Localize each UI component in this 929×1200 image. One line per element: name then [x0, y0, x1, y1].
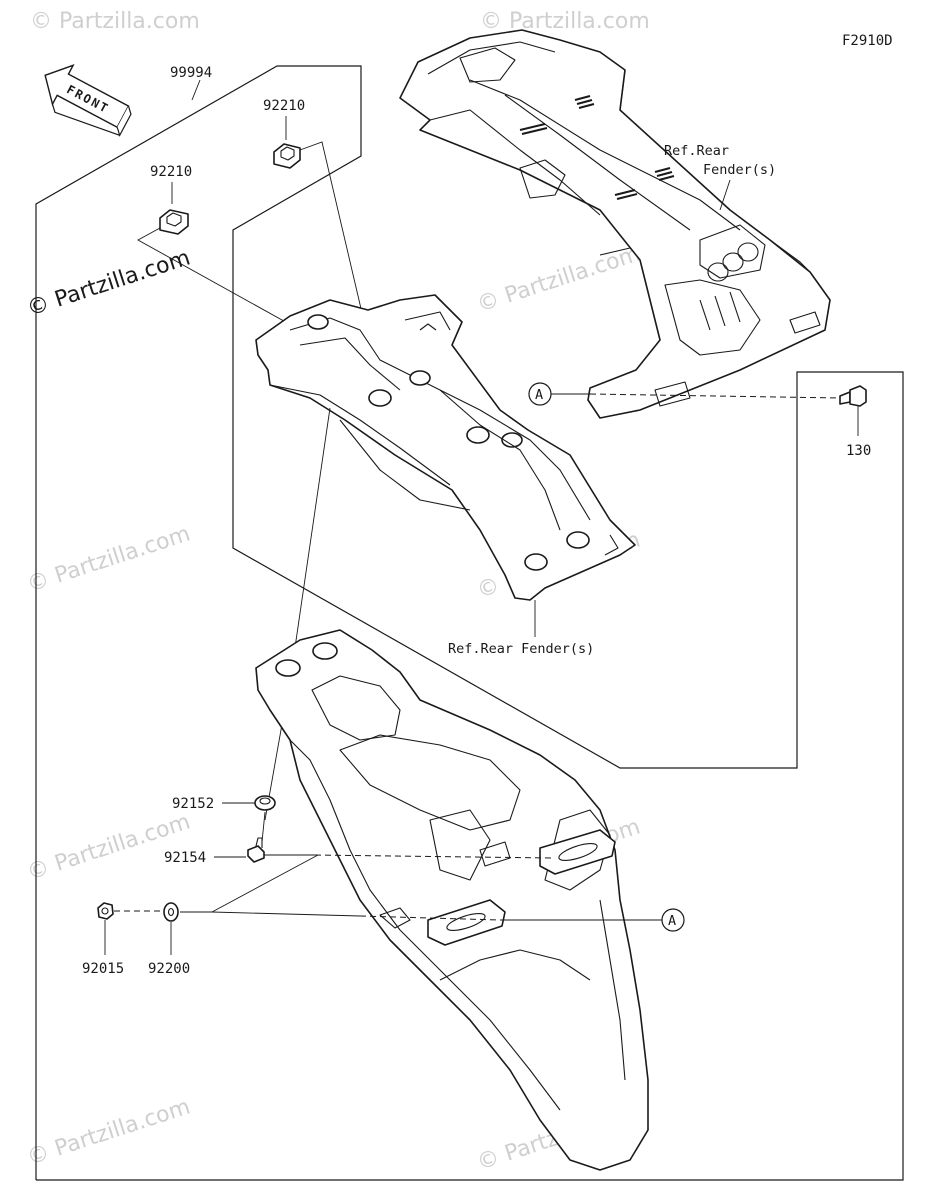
- bolt-130-icon: [839, 385, 867, 407]
- part-number-92210-left: 92210: [150, 164, 192, 180]
- ref-rear-fender-top-line2: Fender(s): [703, 162, 776, 178]
- part-number-92015: 92015: [82, 961, 124, 977]
- clip-nut-left-icon: [159, 209, 189, 235]
- washer-92200-icon: [163, 902, 179, 922]
- connector-a-top-label: A: [535, 387, 543, 403]
- watermark: © Partzilla.com: [474, 241, 643, 317]
- part-number-130: 130: [846, 443, 871, 459]
- part-number-92210-upper: 92210: [263, 98, 305, 114]
- part-number-99994: 99994: [170, 65, 212, 81]
- part-number-92152: 92152: [172, 796, 214, 812]
- figure-code: F2910D: [842, 33, 893, 49]
- connector-a-bottom-label: A: [668, 913, 676, 929]
- front-arrow-icon: FRONT: [44, 64, 132, 137]
- rear-tail-cover-ref: [399, 29, 831, 419]
- license-bracket-assembly: [255, 294, 636, 601]
- watermark: © Partzilla.com: [24, 809, 193, 885]
- watermark: © Partzilla.com: [24, 1094, 193, 1170]
- grommet-92152-icon: [254, 795, 276, 811]
- kit-bracket-99994: [35, 65, 904, 1181]
- ref-rear-fender-top-line1: Ref.Rear: [664, 143, 729, 159]
- watermark: © Partzilla.com: [24, 521, 193, 597]
- part-number-92154: 92154: [164, 850, 206, 866]
- rear-fender: [255, 629, 649, 1171]
- nut-92015-icon: [97, 902, 114, 920]
- watermark: © Partzilla.com: [30, 9, 200, 34]
- part-number-92200: 92200: [148, 961, 190, 977]
- clip-nut-upper-icon: [273, 143, 301, 169]
- screw-92154-icon: [247, 837, 265, 863]
- watermark: © Partzilla.com: [480, 9, 650, 34]
- ref-rear-fender-mid: Ref.Rear Fender(s): [448, 641, 594, 657]
